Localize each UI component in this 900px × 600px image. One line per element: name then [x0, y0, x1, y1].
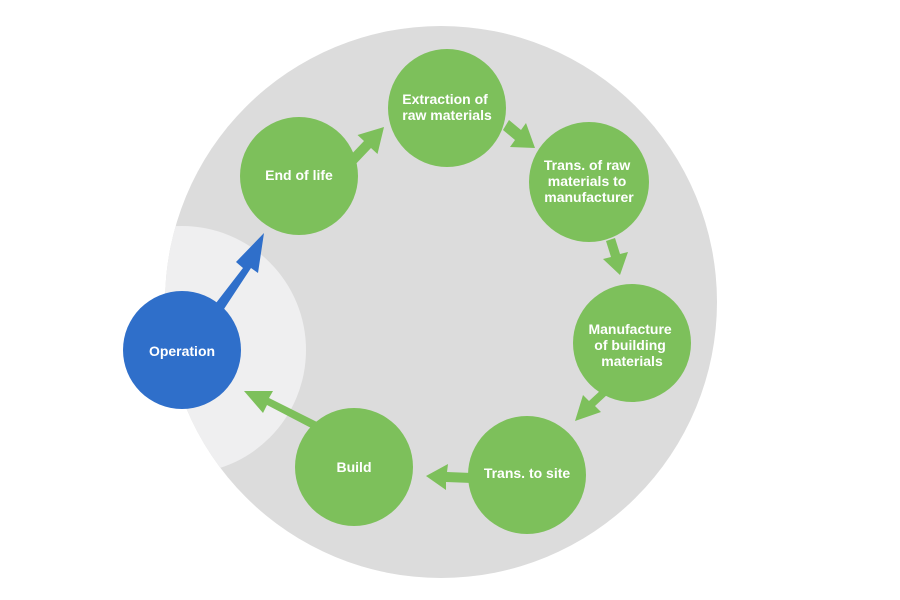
arrow-trans-raw-to-manufacture [603, 238, 628, 275]
stage-label: Trans. to site [484, 465, 571, 481]
operation-circle [123, 291, 241, 409]
node-trans-raw: Trans. of raw materials to manufacturer [529, 122, 649, 242]
stage-circle [468, 416, 586, 534]
stage-label: End of life [265, 167, 333, 183]
node-trans-site: Trans. to site [468, 416, 586, 534]
stage-circle [529, 122, 649, 242]
arrow-extraction-to-trans-raw [503, 120, 535, 148]
stage-circle [240, 117, 358, 235]
node-build: Build [295, 408, 413, 526]
node-extraction: Extraction of raw materials [388, 49, 506, 167]
arrow-trans-site-to-build [426, 464, 472, 490]
stage-circle [573, 284, 691, 402]
flow-arrows [216, 120, 628, 490]
stage-label: Manufacture of building materials [588, 321, 675, 369]
arrow-operation-to-end-of-life [216, 233, 264, 309]
node-end-of-life: End of life [240, 117, 358, 235]
node-operation: Operation [123, 291, 241, 409]
stage-label: Operation [149, 343, 215, 359]
stage-label: Extraction of raw materials [402, 91, 492, 123]
stage-circle [295, 408, 413, 526]
arrow-manufacture-to-trans-site [575, 389, 608, 421]
stage-label: Build [337, 459, 372, 475]
arrow-build-to-operation [244, 391, 317, 429]
node-manufacture: Manufacture of building materials [573, 284, 691, 402]
stage-circle [388, 49, 506, 167]
stage-label: Trans. of raw materials to manufacturer [544, 157, 634, 205]
